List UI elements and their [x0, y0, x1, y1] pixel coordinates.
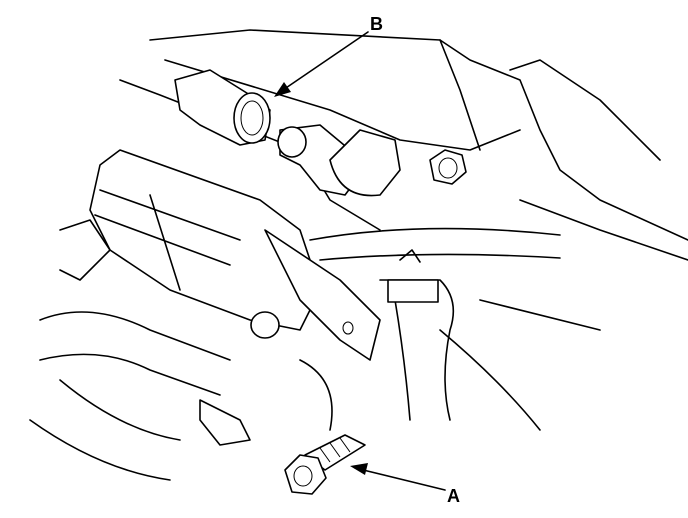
callout-label-a: A: [447, 486, 460, 506]
callout-arrow-b: [279, 31, 369, 93]
starter-motor: [59, 149, 381, 361]
nut: [429, 149, 467, 185]
lower-hoses: [29, 299, 601, 481]
cable: [309, 227, 561, 421]
callout-arrow-a: [354, 467, 446, 491]
callout-label-b: B: [370, 14, 383, 34]
upper-housing: [119, 29, 688, 261]
bolt: [284, 434, 366, 495]
hose-assembly: [174, 69, 401, 197]
arrowhead-a: [350, 463, 368, 475]
arrowhead-b: [274, 82, 291, 97]
